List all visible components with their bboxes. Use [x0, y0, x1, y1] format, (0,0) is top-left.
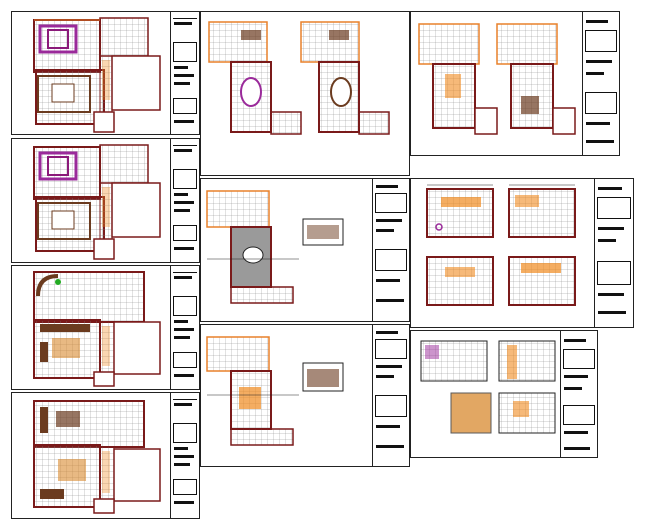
title-block: [582, 12, 619, 155]
title-block: [170, 12, 199, 134]
drawing-sheet-7[interactable]: [200, 178, 410, 322]
drawing-sheet-2[interactable]: [11, 138, 200, 263]
floor-plan-drawing: [33, 144, 161, 260]
drawing-sheet-4[interactable]: [11, 392, 200, 519]
drawing-sheet-8[interactable]: [200, 324, 410, 467]
floor-plan-pair-drawing: [208, 21, 390, 135]
title-block: [594, 179, 633, 327]
drawing-sheet-1[interactable]: [11, 11, 200, 135]
drawing-sheet-5[interactable]: [200, 11, 410, 176]
plan-and-elevation-drawing: [206, 336, 344, 446]
drawing-sheet-10[interactable]: [410, 330, 598, 458]
title-block: [170, 393, 199, 518]
title-block: [560, 331, 597, 457]
floor-plan-drawing: [33, 271, 161, 387]
title-block: [372, 325, 409, 466]
drawing-sheet-9[interactable]: [410, 178, 634, 328]
title-block: [372, 179, 409, 321]
bathroom-plans-drawing: [426, 184, 576, 306]
floor-plan-pair-drawing: [418, 23, 576, 135]
bathroom-elevations-drawing: [420, 340, 556, 434]
title-block: [170, 139, 199, 262]
plan-and-elevation-drawing: [206, 190, 344, 304]
drawing-sheet-3[interactable]: [11, 265, 200, 390]
drawing-sheet-6[interactable]: [410, 11, 620, 156]
floor-plan-drawing: [33, 400, 161, 514]
title-block: [170, 266, 199, 389]
floor-plan-drawing: [33, 17, 161, 133]
